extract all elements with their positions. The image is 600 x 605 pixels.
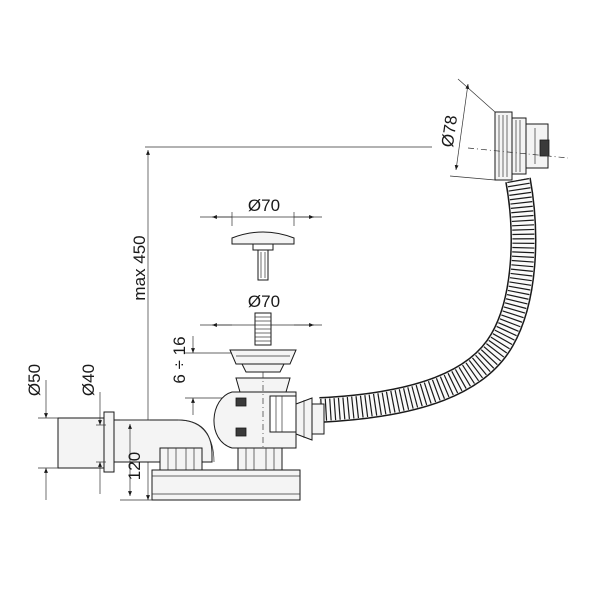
dimension-outlet-height: 120 — [120, 419, 152, 501]
dimension-body-diameter: Ø70 — [200, 292, 322, 327]
label-plug-diameter: Ø70 — [248, 196, 280, 215]
label-max-height: max 450 — [130, 235, 149, 300]
label-thickness-range: 6 ÷ 16 — [170, 336, 189, 383]
dimension-outlet-inner-diameter: Ø40 — [79, 364, 106, 494]
label-body-diameter: Ø70 — [248, 292, 280, 311]
label-overflow-diameter: Ø78 — [438, 114, 461, 148]
drain-body — [213, 377, 325, 471]
dimension-outlet-outer-diameter: Ø50 — [25, 364, 58, 500]
label-outlet-inner-diameter: Ø40 — [79, 364, 98, 396]
label-outlet-outer-diameter: Ø50 — [25, 364, 44, 396]
dimension-plug-diameter: Ø70 — [200, 196, 322, 226]
label-outlet-height: 120 — [125, 452, 144, 480]
trap-base — [151, 469, 301, 501]
overflow-head — [467, 111, 569, 181]
drain-flange — [229, 349, 297, 373]
threaded-bolt — [254, 312, 272, 346]
click-clack-plug — [231, 231, 295, 281]
dimension-overflow-diameter: Ø78 — [438, 78, 496, 181]
corrugated-hose — [319, 177, 537, 423]
